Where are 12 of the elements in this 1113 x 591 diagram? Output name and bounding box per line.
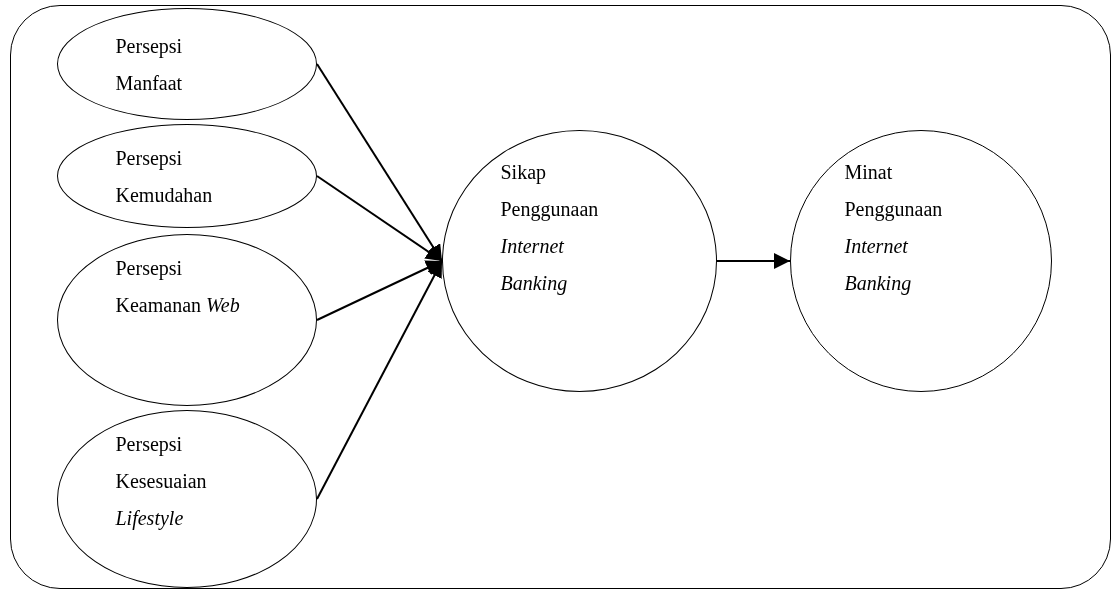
node-label: Persepsi Kesesuaian Lifestyle [115, 431, 208, 532]
rounded-frame [10, 5, 1111, 589]
node-label: Persepsi Kemudahan [115, 145, 214, 208]
arrow [716, 253, 791, 269]
node-label: Minat Penggunaan Internet Banking [844, 159, 944, 297]
arrow [316, 260, 443, 321]
arrow [316, 175, 443, 262]
node-label: Persepsi Manfaat [115, 33, 184, 96]
node-label: Persepsi Keamanan Web [115, 255, 241, 318]
node-label: Sikap Penggunaan Internet Banking [500, 159, 600, 297]
arrow [316, 63, 443, 262]
arrow [316, 260, 443, 500]
